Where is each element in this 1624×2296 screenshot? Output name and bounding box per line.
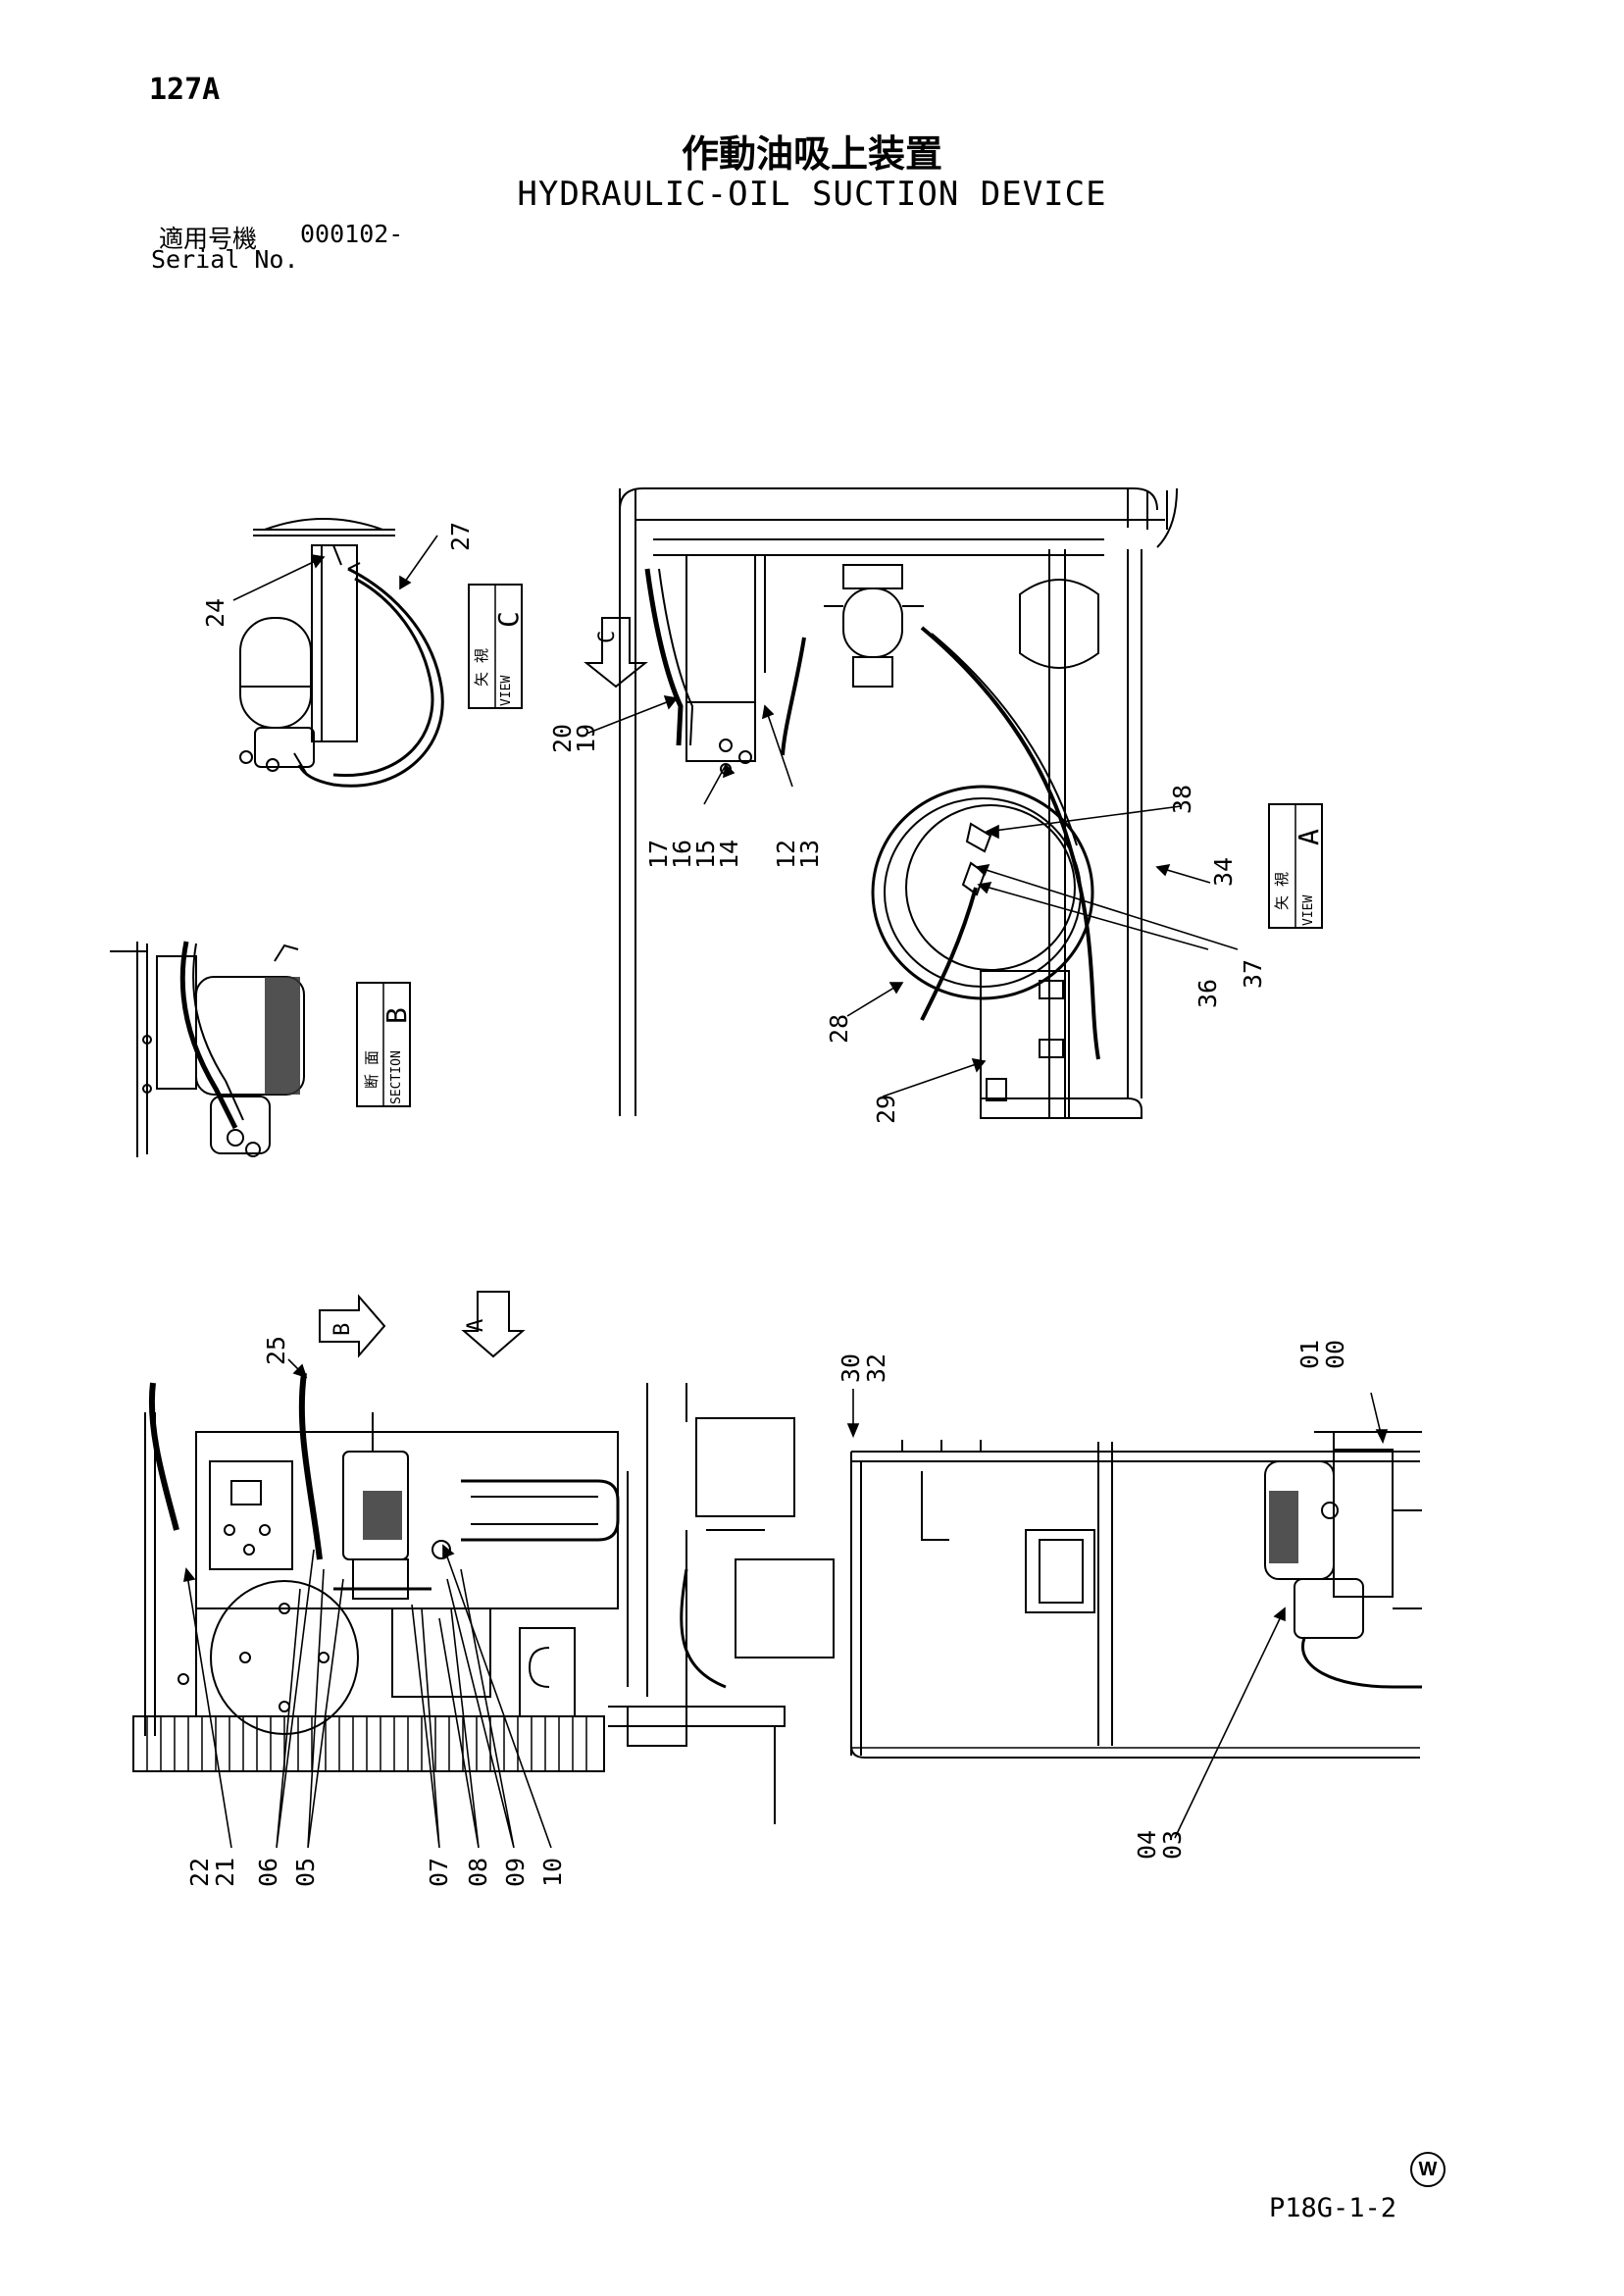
view-c-jp: 矢 視 xyxy=(473,648,490,687)
callout-29: 29 xyxy=(872,1095,900,1124)
view-a-en: VIEW xyxy=(1301,895,1316,926)
section-b-letter: B xyxy=(381,1007,413,1024)
view-c-label-box: 矢 視 VIEW C xyxy=(468,584,525,709)
callout-01: 01 xyxy=(1295,1340,1324,1369)
section-b-arrow-letter: B xyxy=(330,1323,355,1336)
view-a-jp: 矢 視 xyxy=(1273,872,1291,910)
callout-30: 30 xyxy=(837,1353,865,1383)
view-c-en: VIEW xyxy=(499,676,514,706)
callout-38: 38 xyxy=(1168,785,1196,814)
callout-32: 32 xyxy=(862,1353,890,1383)
section-b-arrow: B xyxy=(319,1294,386,1358)
callout-17: 17 xyxy=(644,840,673,869)
callout-06: 06 xyxy=(254,1858,282,1887)
callout-10: 10 xyxy=(538,1858,567,1887)
callout-37: 37 xyxy=(1239,959,1267,989)
callout-05: 05 xyxy=(291,1858,320,1887)
callout-34: 34 xyxy=(1209,857,1238,887)
callout-27: 27 xyxy=(446,522,475,551)
view-c-letter: C xyxy=(492,611,525,628)
section-b-label-box: 断 面 SECTION B xyxy=(356,982,413,1107)
callout-22: 22 xyxy=(185,1858,214,1887)
view-c-arrow-letter: C xyxy=(595,631,620,643)
callout-13: 13 xyxy=(795,840,824,869)
callout-25: 25 xyxy=(262,1336,290,1365)
callout-00: 00 xyxy=(1321,1340,1349,1369)
main-assembly-drawing xyxy=(132,1372,1422,1824)
callout-04: 04 xyxy=(1133,1830,1161,1860)
callout-03: 03 xyxy=(1158,1830,1187,1860)
view-c-arrow: C xyxy=(584,617,648,689)
w-circle-mark: W xyxy=(1410,2152,1446,2187)
callout-09: 09 xyxy=(501,1858,530,1887)
view-a-arrow-letter: A xyxy=(464,1319,488,1332)
callouts: 24 27 20 19 17 16 15 14 12 13 38 34 37 3… xyxy=(185,522,1349,1887)
title-japanese: 作動油吸上装置 xyxy=(681,132,942,176)
view-a-letter: A xyxy=(1293,829,1325,845)
callout-19: 19 xyxy=(572,724,600,753)
section-b-jp: 断 面 xyxy=(363,1050,381,1089)
callout-12: 12 xyxy=(772,840,800,869)
callout-24: 24 xyxy=(201,598,229,628)
view-a-arrow: A xyxy=(461,1291,526,1358)
callout-20: 20 xyxy=(548,724,577,753)
callout-16: 16 xyxy=(668,840,696,869)
view-a-label-box: 矢 視 VIEW A xyxy=(1268,803,1325,929)
callout-21: 21 xyxy=(211,1858,239,1887)
serial-label-english: Serial No. xyxy=(151,245,299,274)
document-code: P18G-1-2 xyxy=(1269,2193,1397,2223)
callout-28: 28 xyxy=(825,1014,853,1044)
page-number: 127A xyxy=(149,73,221,107)
serial-label-japanese: 適用号機 xyxy=(159,225,258,253)
section-b-en: SECTION xyxy=(389,1050,404,1104)
callout-07: 07 xyxy=(425,1858,453,1887)
leader-lines xyxy=(183,535,1389,1849)
callout-15: 15 xyxy=(691,840,720,869)
section-b-drawing xyxy=(110,941,305,1157)
view-c-drawing xyxy=(239,518,444,788)
callout-08: 08 xyxy=(464,1858,492,1887)
callout-36: 36 xyxy=(1193,979,1222,1008)
title-english: HYDRAULIC-OIL SUCTION DEVICE xyxy=(517,175,1107,214)
callout-14: 14 xyxy=(715,840,743,869)
view-a-drawing xyxy=(619,487,1178,1119)
serial-value: 000102- xyxy=(300,220,404,248)
